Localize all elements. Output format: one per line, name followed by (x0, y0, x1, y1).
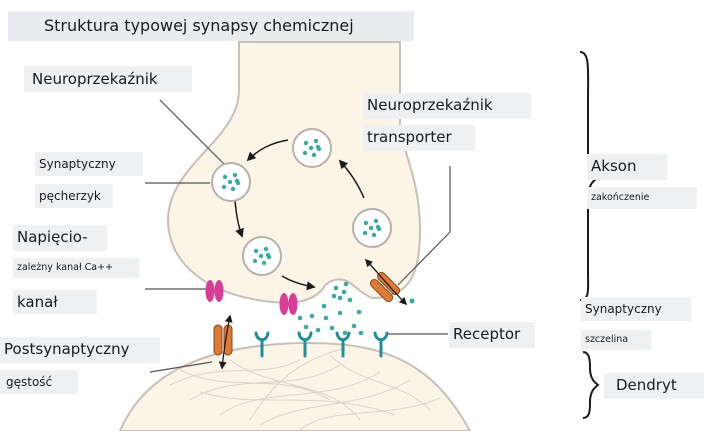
pointer-psd (149, 361, 213, 373)
pointer-neurotransmitter (159, 99, 229, 169)
label-axon-line1: Akson (587, 154, 667, 180)
braces (579, 51, 601, 419)
neurotransmitter-molecule (358, 330, 364, 336)
neurotransmitter-molecule (309, 313, 315, 319)
neurotransmitter-molecule (347, 297, 353, 303)
label-vesicle-line1: Synaptyczny (35, 152, 143, 176)
receptor-3 (335, 331, 351, 358)
label-psd-line2: gęstość (0, 370, 78, 394)
dendrite-brace (582, 351, 600, 419)
calcium-channel-1 (205, 280, 224, 302)
ion-channel-arrow (218, 314, 233, 370)
free-neurotransmitters (297, 281, 364, 336)
vesicle-cycle-arrows (234, 139, 365, 291)
neurotransmitter-molecule (343, 281, 349, 287)
transporter-molecule (409, 298, 415, 304)
neurotransmitter-molecule (337, 295, 343, 301)
postsynaptic-receptors (254, 331, 389, 358)
vesicle-4 (352, 208, 392, 248)
label-transporter-line1: Neuroprzekaźnik (363, 93, 531, 119)
neurotransmitter-molecule (321, 303, 327, 309)
neurotransmitter-molecule (323, 315, 329, 321)
label-cleft-line2: szczelina (581, 330, 651, 350)
neurotransmitter-molecule (341, 289, 347, 295)
calcium-channel-2 (279, 293, 298, 315)
cycle-arrow-top (246, 139, 289, 162)
neurotransmitter-molecule (297, 315, 303, 321)
page-title: Struktura typowej synapsy chemicznej (8, 11, 414, 41)
neurotransmitter-molecule (337, 310, 343, 316)
neurotransmitter-molecule (329, 325, 335, 331)
neurotransmitter-molecule (351, 323, 357, 329)
vesicle-1 (292, 128, 332, 168)
label-neurotransmitter: Neuroprzekaźnik (24, 66, 192, 92)
vesicle-3 (242, 236, 282, 276)
label-transporter-line2: transporter (363, 125, 475, 151)
transporter-arrow (364, 258, 408, 306)
cycle-arrow-bottom (281, 275, 316, 291)
label-dendrite: Dendryt (604, 373, 704, 399)
label-receptor: Receptor (449, 322, 535, 348)
cytoskeleton (169, 347, 441, 431)
neurotransmitter-molecule (331, 293, 337, 299)
cycle-arrow-right (338, 159, 365, 199)
label-channel-line3: kanał (13, 290, 97, 314)
vesicle-2 (211, 162, 251, 202)
label-channel-line1: Napięcio- (13, 225, 107, 251)
neurotransmitter-molecule (333, 285, 339, 291)
postsynaptic-ion-channel (213, 324, 233, 356)
neurotransmitter-molecule (342, 330, 348, 336)
neurotransmitter-molecule (356, 309, 362, 315)
neurotransmitter-molecule (315, 327, 321, 333)
axon-terminal (166, 41, 422, 304)
receptor-2 (297, 331, 313, 358)
label-axon-line2: zakończenie (587, 187, 697, 209)
label-psd-line1: Postsynaptyczny (0, 337, 160, 363)
label-channel-line2: zależny kanał Ca++ (13, 258, 139, 278)
label-vesicle-line2: pęcherzyk (35, 184, 113, 208)
receptor-1 (254, 331, 270, 358)
cycle-arrow-left (234, 199, 244, 238)
label-cleft-line1: Synaptyczny (581, 297, 691, 321)
synaptic-vesicles (211, 128, 392, 276)
neurotransmitter-molecule (303, 324, 309, 330)
receptor-4 (373, 331, 389, 358)
